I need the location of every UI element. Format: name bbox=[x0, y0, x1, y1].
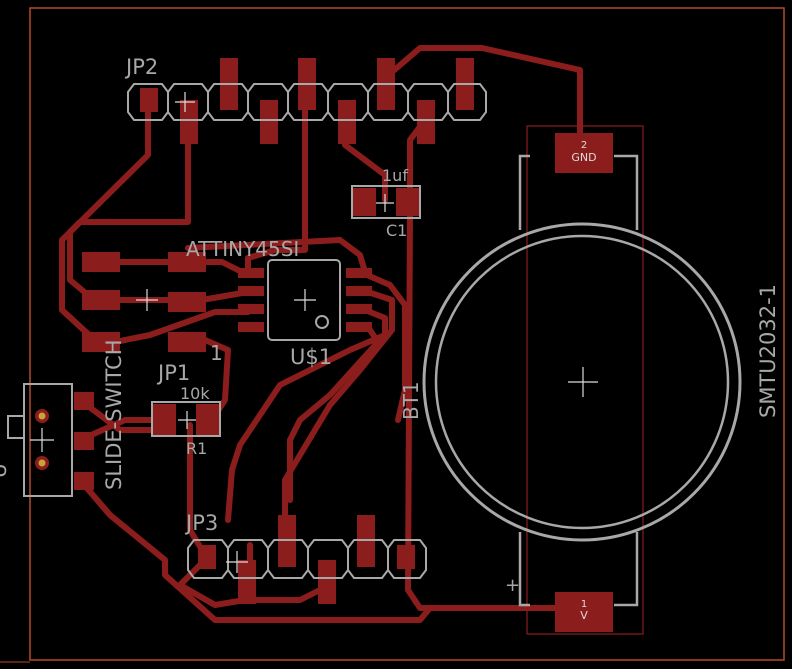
switch-designator-partial: U bbox=[0, 463, 11, 478]
bt1-label: BT1 bbox=[399, 381, 423, 420]
r1-value: 10k bbox=[180, 384, 210, 403]
battery-plus-mark: + bbox=[505, 575, 520, 596]
jp1-label: JP1 bbox=[156, 361, 190, 385]
origin-markers bbox=[30, 92, 598, 573]
v-pad-text: V bbox=[580, 609, 588, 622]
gnd-pad-text: GND bbox=[571, 151, 596, 164]
gnd-pad-number: 2 bbox=[581, 140, 587, 151]
jp2-label: JP2 bbox=[124, 55, 158, 79]
c1-value: 1uf bbox=[382, 166, 408, 185]
slide-switch-label: SLIDE-SWITCH bbox=[102, 339, 126, 490]
attiny-label: ATTINY45SI bbox=[186, 237, 299, 261]
battery-holder-label: SMTU2032-1 bbox=[756, 284, 780, 418]
copper-traces bbox=[59, 45, 583, 623]
pin1-marker: 1 bbox=[210, 341, 223, 365]
silkscreen bbox=[7, 83, 742, 635]
jp3-label: JP3 bbox=[184, 511, 218, 535]
v-pad bbox=[555, 592, 613, 632]
v-pad-number: 1 bbox=[581, 599, 587, 610]
r1-name: R1 bbox=[186, 439, 207, 458]
u1-label: U$1 bbox=[290, 345, 332, 369]
gnd-pad bbox=[555, 133, 613, 173]
c1-name: C1 bbox=[386, 221, 407, 240]
board-outline bbox=[29, 7, 785, 661]
